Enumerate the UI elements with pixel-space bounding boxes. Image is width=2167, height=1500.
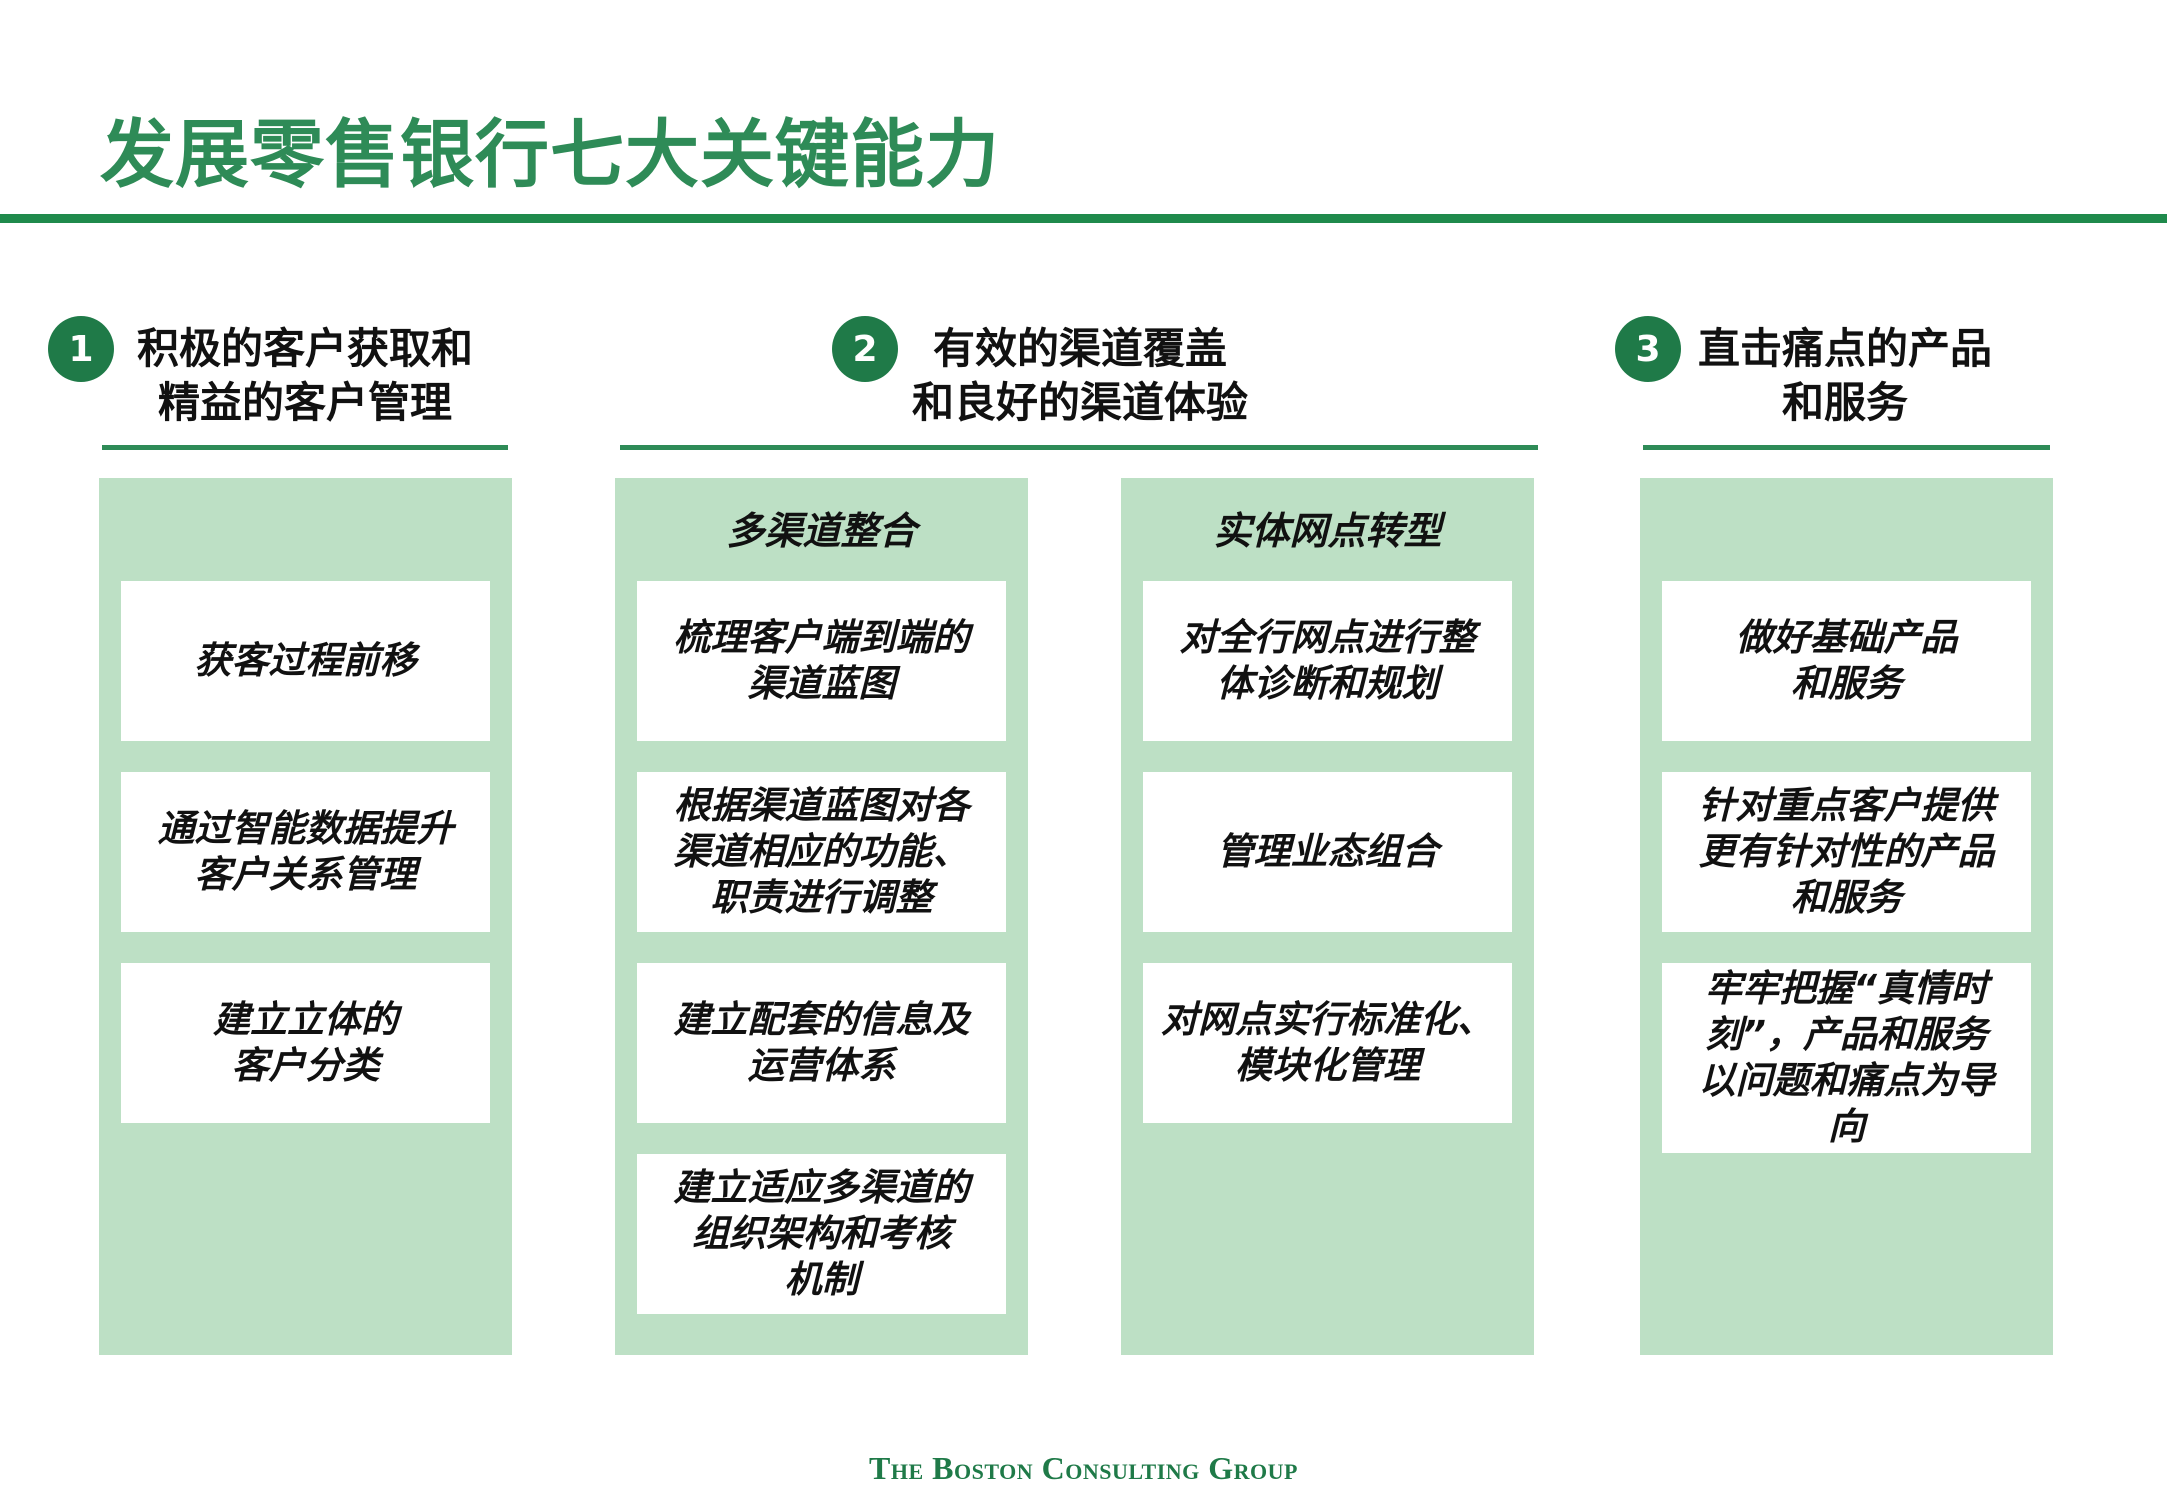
capability-1-card-3: 建立立体的 客户分类 xyxy=(121,963,490,1123)
capability-1-underline xyxy=(102,445,508,450)
capability-1-heading-line2: 精益的客户管理 xyxy=(157,378,452,427)
capability-2-heading-line2: 和良好的渠道体验 xyxy=(911,378,1248,427)
multichannel-panel: 多渠道整合 梳理客户端到端的 渠道蓝图 根据渠道蓝图对各 渠道相应的功能、 职责… xyxy=(615,478,1028,1355)
branch-card-3: 对网点实行标准化、 模块化管理 xyxy=(1143,963,1512,1123)
capability-3-card-2: 针对重点客户提供 更有针对性的产品 和服务 xyxy=(1662,772,2031,932)
multichannel-card-4: 建立适应多渠道的 组织架构和考核 机制 xyxy=(637,1154,1006,1314)
multichannel-card-3: 建立配套的信息及 运营体系 xyxy=(637,963,1006,1123)
title-divider xyxy=(0,214,2167,223)
capability-3-card-1: 做好基础产品 和服务 xyxy=(1662,581,2031,741)
number-badge-2: 2 xyxy=(832,316,898,382)
branch-card-1: 对全行网点进行整 体诊断和规划 xyxy=(1143,581,1512,741)
number-badge-1: 1 xyxy=(48,316,114,382)
branch-transformation-panel: 实体网点转型 对全行网点进行整 体诊断和规划 管理业态组合 对网点实行标准化、 … xyxy=(1121,478,1534,1355)
branch-transformation-subtitle: 实体网点转型 xyxy=(1213,509,1442,553)
capability-1-card-2: 通过智能数据提升 客户关系管理 xyxy=(121,772,490,932)
multichannel-subtitle: 多渠道整合 xyxy=(726,509,917,553)
capability-1-panel: 获客过程前移 通过智能数据提升 客户关系管理 建立立体的 客户分类 xyxy=(99,478,512,1355)
number-badge-3: 3 xyxy=(1615,316,1681,382)
capability-3-heading-line1: 直击痛点的产品 xyxy=(1697,324,1992,373)
capability-3-panel: 做好基础产品 和服务 针对重点客户提供 更有针对性的产品 和服务 牢牢把握“真情… xyxy=(1640,478,2053,1355)
branch-card-2: 管理业态组合 xyxy=(1143,772,1512,932)
capability-2-underline xyxy=(620,445,1538,450)
multichannel-card-1: 梳理客户端到端的 渠道蓝图 xyxy=(637,581,1006,741)
page-title: 发展零售银行七大关键能力 xyxy=(100,112,1000,198)
capability-3-heading-line2: 和服务 xyxy=(1781,378,1908,427)
capability-3-card-3: 牢牢把握“真情时 刻”，产品和服务 以问题和痛点为导 向 xyxy=(1662,963,2031,1153)
capability-2-heading-line1: 有效的渠道覆盖 xyxy=(932,324,1227,373)
capability-1-card-1: 获客过程前移 xyxy=(121,581,490,741)
capability-1-heading-line1: 积极的客户获取和 xyxy=(136,324,473,373)
capability-3-underline xyxy=(1643,445,2050,450)
bcg-logo-text: The Boston Consulting Group xyxy=(869,1450,1298,1486)
multichannel-card-2: 根据渠道蓝图对各 渠道相应的功能、 职责进行调整 xyxy=(637,772,1006,932)
